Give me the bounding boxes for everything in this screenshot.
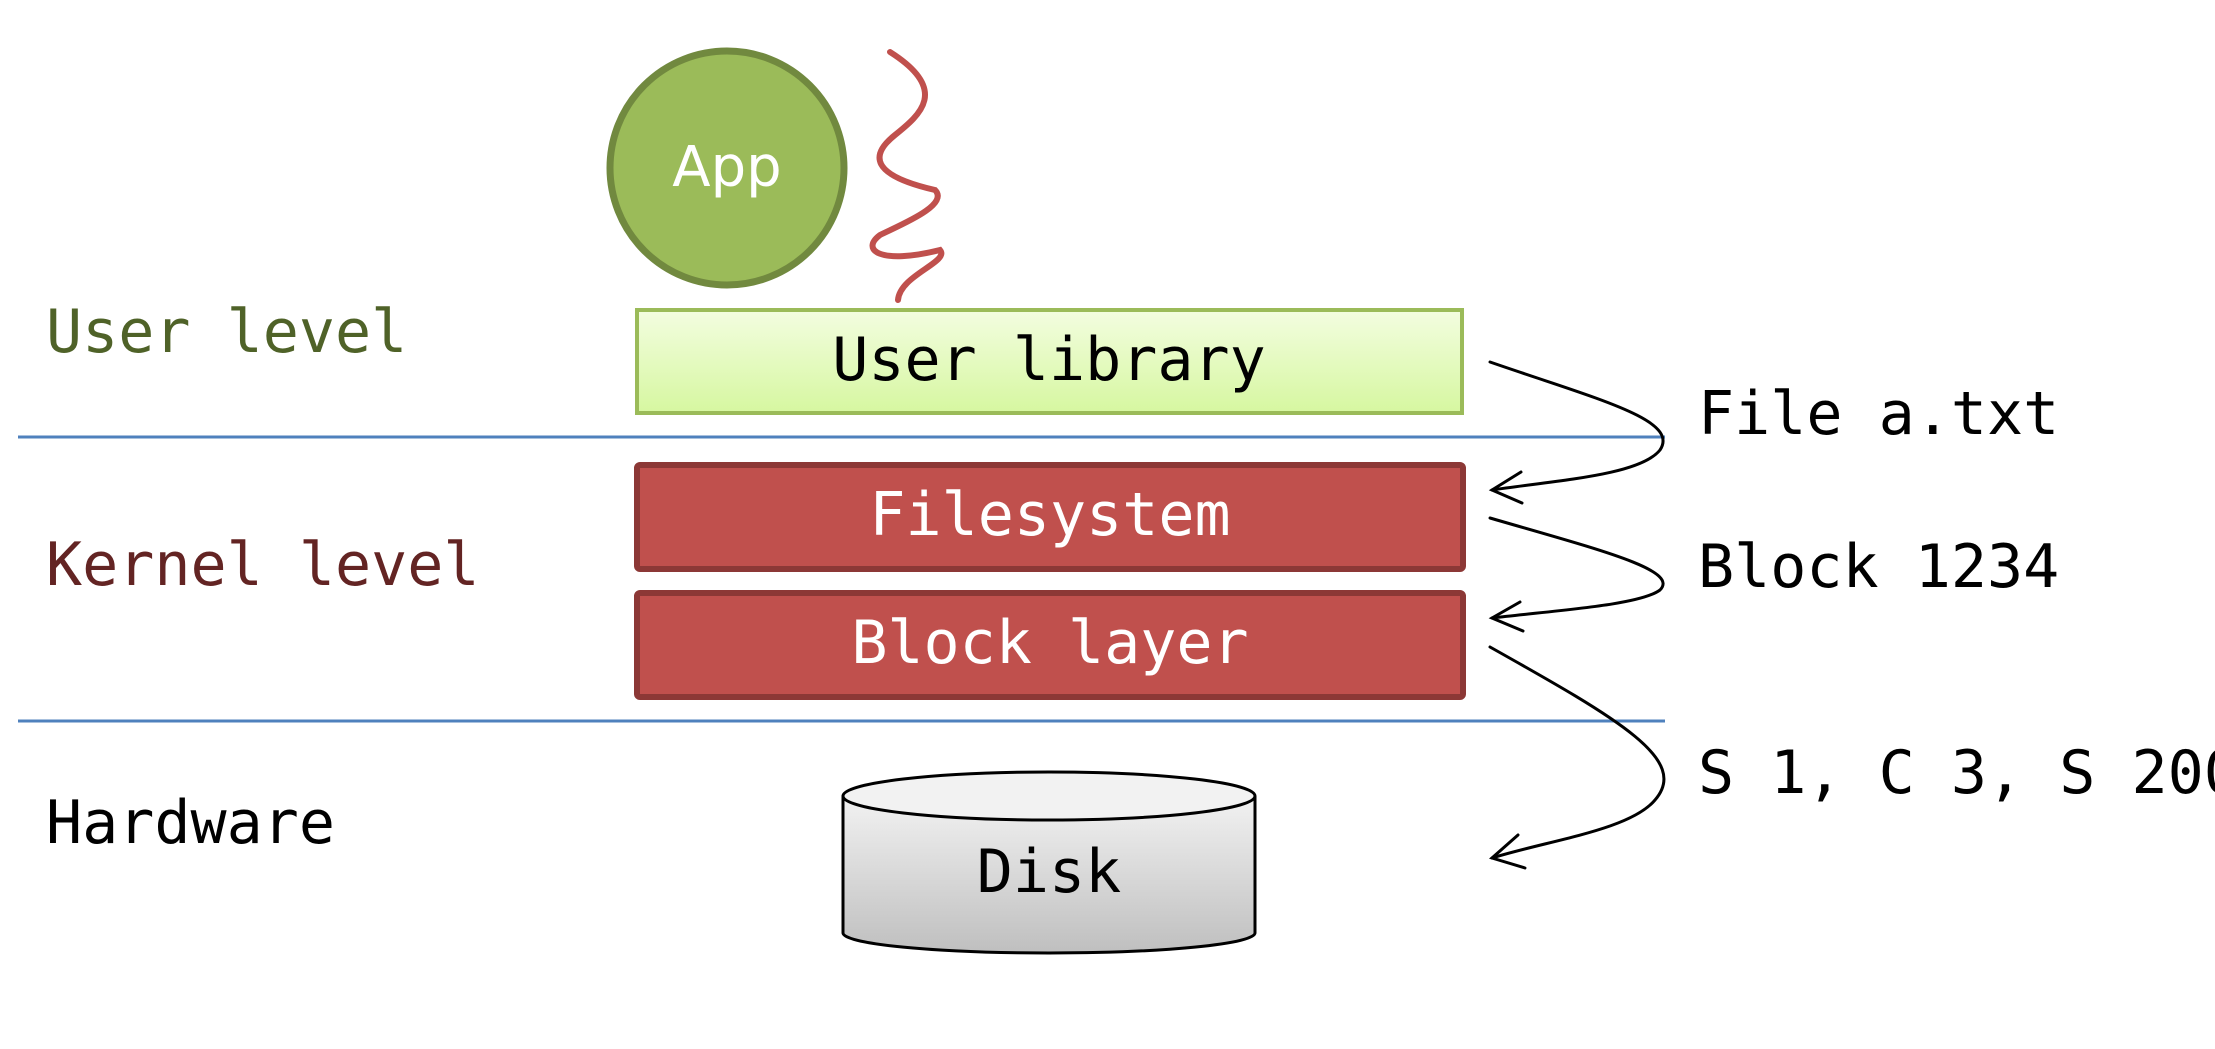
block-layer-box: Block layer	[634, 590, 1466, 700]
filesystem-rect	[634, 462, 1466, 572]
user-library-rect	[635, 308, 1464, 415]
disk-body	[841, 796, 1257, 955]
disk-top	[841, 770, 1257, 822]
hardware-label: Hardware	[46, 788, 335, 858]
user-library-label: User library	[832, 325, 1265, 395]
kernel-level-label: Kernel level	[46, 530, 479, 600]
arrow-library-to-filesystem	[1488, 360, 1665, 505]
user-library-box: User library	[635, 308, 1464, 415]
app-node: App	[606, 47, 848, 289]
user-level-label: User level	[46, 297, 407, 367]
arrow-block-to-disk	[1488, 645, 1666, 870]
disk-node: Disk	[841, 770, 1257, 955]
translation-file-label: File a.txt	[1698, 379, 2059, 449]
app-label: App	[672, 135, 781, 200]
block-layer-rect	[634, 590, 1466, 700]
arrow-filesystem-to-block	[1488, 516, 1665, 633]
filesystem-box: Filesystem	[634, 462, 1466, 572]
translation-block-label: Block 1234	[1698, 532, 2059, 602]
app-circle	[606, 47, 848, 289]
filesystem-label: Filesystem	[869, 480, 1230, 550]
disk-label: Disk	[977, 837, 1122, 907]
translation-chs-label: S 1, C 3, S 200	[1698, 738, 2215, 808]
block-layer-label: Block layer	[851, 608, 1248, 678]
thread-squiggle	[869, 49, 945, 303]
